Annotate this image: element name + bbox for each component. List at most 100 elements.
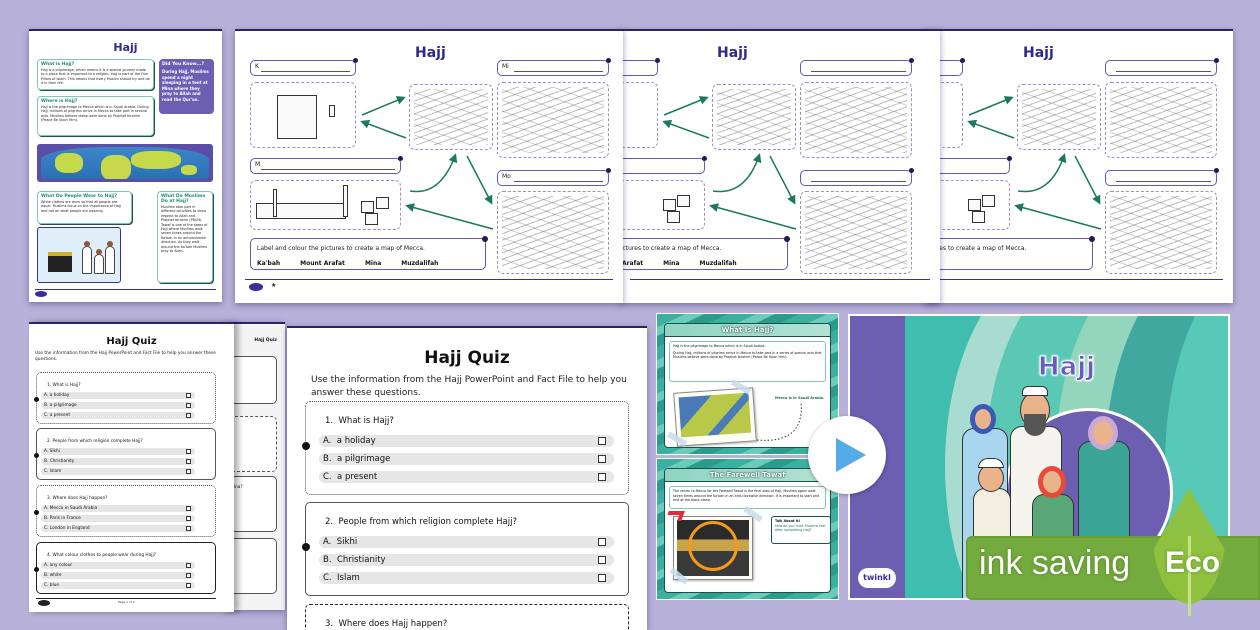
word-bank: t Arafat Mina Muzdalifah	[620, 260, 737, 267]
option-a[interactable]: A. Mecca in Saudi Arabia	[41, 505, 195, 512]
quiz-intro: Use the information from the Hajj PowerP…	[311, 375, 627, 398]
option-a[interactable]: A. any colour	[41, 562, 195, 569]
option-c[interactable]: C. Islam	[41, 468, 195, 475]
checkbox[interactable]	[598, 455, 606, 463]
label-field	[1105, 168, 1219, 186]
option-c[interactable]: C. Islam	[319, 572, 614, 584]
checkbox[interactable]	[186, 506, 191, 511]
map-worksheet-preview[interactable]: Hajj K M Mi Mo Label and colour the pict…	[235, 29, 623, 303]
quiz-large-preview[interactable]: Hajj Quiz Use the information from the H…	[287, 326, 647, 630]
checkbox[interactable]	[186, 469, 191, 474]
option-c[interactable]: C. blue	[41, 582, 195, 589]
question-text: 2. People from which religion complete H…	[47, 439, 143, 444]
word-bank: Ka'bah Mount Arafat Mina Muzdalifah	[257, 260, 438, 267]
label-field-kaabah: K	[250, 58, 358, 76]
word: Muzdalifah	[699, 260, 737, 267]
slide-farewell-tawaf[interactable]: The Farewell Tawaf The return to Mecca f…	[656, 458, 839, 600]
checkbox[interactable]	[186, 516, 191, 521]
tents-picture	[800, 82, 912, 158]
option-a[interactable]: A. Sikhi	[41, 448, 195, 455]
question-card-1: 1. What is Hajj? A. a holiday B. a pilgr…	[302, 401, 629, 495]
option-a[interactable]: A. a holiday	[319, 435, 614, 447]
main-slide-title: Hajj	[1037, 352, 1096, 383]
dotted-connector	[756, 401, 802, 441]
play-icon	[836, 438, 866, 472]
option-b[interactable]: B. Christianity	[41, 458, 195, 465]
talk-heading: Talk About It!	[775, 519, 801, 523]
quiz-page-1-preview[interactable]: Hajj Quiz Use the information from the H…	[29, 322, 234, 612]
kaaba-photo	[673, 516, 753, 580]
world-map-image	[37, 144, 213, 182]
checkbox[interactable]	[186, 526, 191, 531]
section-heading: What Do People Wear to Hajj?	[41, 194, 118, 199]
kaabah-picture	[620, 82, 658, 148]
option-b[interactable]: B. Paris in France	[41, 515, 195, 522]
instruction-text: Label and colour the pictures to create …	[257, 245, 425, 252]
quiz-page-2-preview[interactable]: Hajj Quiz g Mina?	[225, 322, 285, 610]
slide-what-is-hajj[interactable]: What Is Hajj? Hajj is the pilgrimage to …	[656, 313, 839, 455]
option-c[interactable]: C. London in England	[41, 525, 195, 532]
checkbox[interactable]	[186, 393, 191, 398]
worksheet-title: Hajj	[1023, 45, 1054, 61]
question-card-3: 3. Where does Hajj happen? A. Mecca in S…	[34, 485, 216, 537]
slide-caption: Mecca is in Saudi Arabia.	[775, 396, 825, 400]
checkbox[interactable]	[186, 573, 191, 578]
twinkl-logo: twinkl	[858, 568, 896, 588]
checkbox[interactable]	[598, 574, 606, 582]
page-footer: Page 1 of 2	[36, 598, 216, 606]
option-b[interactable]: B. white	[41, 572, 195, 579]
word-kaabah: Ka'bah	[257, 260, 281, 267]
word-mount-arafat: Mount Arafat	[300, 260, 345, 267]
checkbox[interactable]	[186, 459, 191, 464]
pilgrims-image	[37, 227, 121, 283]
tents-picture	[497, 82, 609, 158]
label-field	[800, 58, 914, 76]
worksheet-title: Hajj	[415, 45, 446, 61]
option-a[interactable]: A. Sikhi	[319, 536, 614, 548]
slide-text-2: During Hajj, millions of pilgrims arrive…	[673, 350, 822, 360]
section-heading: Where is Hajj?	[41, 99, 78, 104]
option-c[interactable]: C. a present	[41, 412, 195, 419]
fact-file-preview[interactable]: Hajj What is Hajj? Hajj is a pilgrimage,…	[29, 29, 222, 302]
circular-arrow-icon	[688, 521, 738, 571]
fact-section-where-is-hajj: Where is Hajj? Hajj is the pilgrimage to…	[37, 96, 154, 136]
question-card-3: 3. Where does Hajj happen?	[305, 604, 629, 630]
map-worksheet-preview-3[interactable]: Hajj pictures to create a map of Mecca.	[925, 29, 1233, 303]
section-body: Hajj is a pilgrimage, which means it is …	[41, 68, 150, 86]
option-a[interactable]: A. a holiday	[41, 392, 195, 399]
checkbox[interactable]	[186, 403, 191, 408]
label-field	[925, 156, 1012, 174]
map-worksheet-preview-2[interactable]: Hajj pictures to create a map of Mecca. …	[620, 29, 940, 303]
stoning-picture	[1017, 84, 1101, 150]
slide-text-1: Hajj is the pilgrimage to Mecca which is…	[673, 344, 766, 348]
play-button[interactable]	[808, 416, 886, 494]
option-c[interactable]: C. a present	[319, 471, 614, 483]
checkbox[interactable]	[186, 563, 191, 568]
checkbox[interactable]	[598, 556, 606, 564]
mosque-picture	[250, 180, 401, 230]
question-card-1: 1. What is Hajj? A. a holiday B. a pilgr…	[34, 372, 216, 424]
slide-title: What Is Hajj?	[665, 324, 830, 337]
checkbox[interactable]	[186, 413, 191, 418]
fact-section-what-is-hajj: What is Hajj? Hajj is a pilgrimage, whic…	[37, 59, 154, 90]
checkbox[interactable]	[186, 449, 191, 454]
checkbox[interactable]	[186, 583, 191, 588]
bullet-dot	[34, 510, 39, 515]
label-field-arafat: Mo	[497, 168, 611, 186]
word: Mina	[663, 260, 680, 267]
checkbox[interactable]	[598, 473, 606, 481]
eco-tag: Eco	[1165, 546, 1221, 579]
talk-about-it-box: Talk About It! How do you think Muslims …	[771, 516, 830, 544]
checkbox[interactable]	[598, 437, 606, 445]
checkbox[interactable]	[598, 538, 606, 546]
question-text: 4. What colour clothes to people wear du…	[47, 553, 156, 558]
label-field	[800, 168, 914, 186]
option-b[interactable]: B. Christianity	[319, 554, 614, 566]
did-you-know-box: Did You Know...? During Hajj, Muslims sp…	[159, 59, 214, 114]
worksheet-title: Hajj	[717, 45, 748, 61]
option-b[interactable]: B. a pilgrimage	[41, 402, 195, 409]
fact-file-title: Hajj	[113, 41, 138, 54]
question-text: 3. Where does Hajj happen?	[47, 496, 108, 501]
option-b[interactable]: B. a pilgrimage	[319, 453, 614, 465]
label-field	[620, 58, 660, 76]
